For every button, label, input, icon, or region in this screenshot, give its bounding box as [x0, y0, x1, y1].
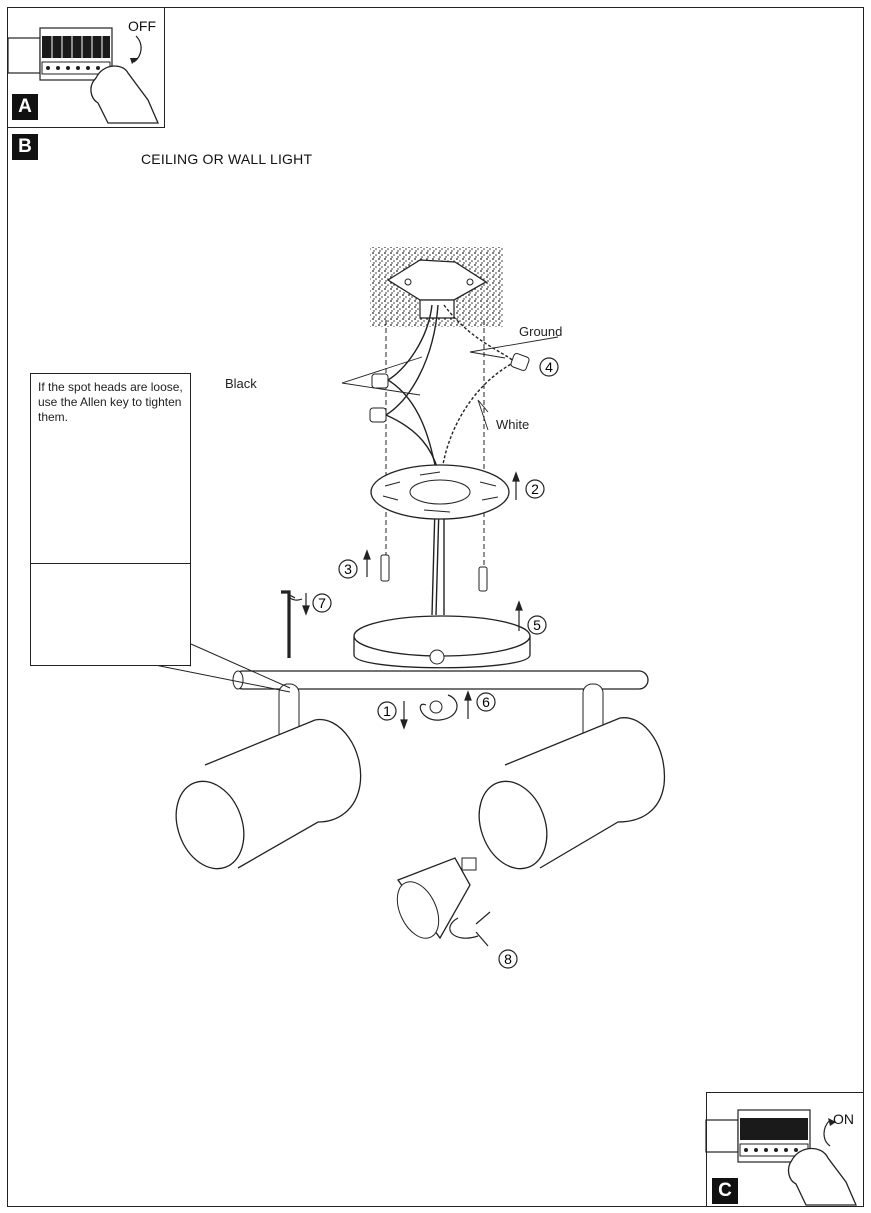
step-number-label: 4	[545, 359, 553, 375]
note-divider	[31, 563, 190, 564]
breaker-on-icon	[705, 1109, 857, 1206]
canopy	[353, 615, 531, 669]
spot-head-right	[478, 683, 666, 870]
step-number-8: 8	[498, 949, 518, 969]
step-number-2: 2	[525, 479, 545, 499]
step-number-label: 8	[504, 951, 512, 967]
step-letter-b: B	[12, 134, 38, 160]
step-number-1: 1	[377, 701, 397, 721]
label-ground-wire: Ground	[519, 324, 563, 339]
label-white-wire: White	[496, 417, 530, 432]
step-number-6: 6	[476, 692, 496, 712]
screw-icon	[380, 554, 488, 592]
panel-c-power-on	[706, 1092, 864, 1207]
step-number-label: 3	[344, 561, 352, 577]
hand-icon	[90, 65, 159, 124]
step-letter-a: A	[12, 94, 38, 120]
supply-wires	[385, 304, 516, 616]
page-title: CEILING OR WALL LIGHT	[141, 151, 313, 167]
outer-frame	[7, 7, 864, 1207]
step-number-label: 2	[531, 481, 539, 497]
step-number-label: 6	[482, 694, 490, 710]
wire-connector-icon	[369, 353, 530, 423]
label-black-wire: Black	[225, 376, 257, 391]
allen-key-icon	[281, 590, 291, 658]
step-number-4: 4	[539, 357, 559, 377]
off-label: OFF	[128, 18, 156, 34]
mounting-plate	[370, 464, 510, 520]
step-number-label: 1	[383, 703, 391, 719]
step-number-5: 5	[527, 615, 547, 635]
breaker-off-icon	[7, 27, 159, 124]
spot-head-left	[175, 683, 362, 870]
step-number-label: 7	[318, 595, 326, 611]
step-number-7: 7	[312, 593, 332, 613]
fixing-nut	[429, 700, 443, 714]
note-box: If the spot heads are loose, use the All…	[30, 373, 191, 666]
step-number-3: 3	[338, 559, 358, 579]
rotate-arrow-icon	[288, 594, 479, 939]
step-letter-c: C	[712, 1178, 738, 1204]
spotlight-bar	[232, 670, 649, 690]
on-label: ON	[833, 1111, 854, 1127]
gu10-bulb-icon	[396, 857, 477, 940]
note-text: If the spot heads are loose, use the All…	[38, 380, 183, 424]
hand-icon	[787, 1147, 857, 1206]
step-number-label: 5	[533, 617, 541, 633]
